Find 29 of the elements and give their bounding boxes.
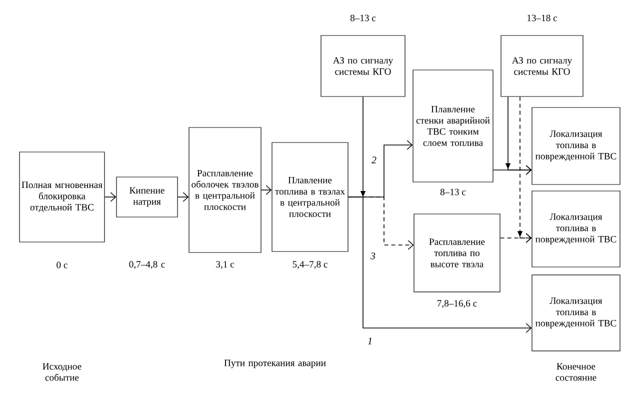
arrow xyxy=(348,196,532,333)
arrow xyxy=(104,192,116,202)
arrow xyxy=(260,185,272,195)
time-label: 13–18 с xyxy=(528,14,558,22)
time-label: 0,7–4,8 с xyxy=(129,261,165,269)
process-box: АЗ по сигналу системы КГО xyxy=(500,35,584,97)
edge-label: 1 xyxy=(366,336,374,346)
process-box: Плавление стенки аварийной ТВС тонким слоем топлива xyxy=(412,70,494,182)
process-box: Локализация топлива в поврежденной ТВС xyxy=(532,190,620,268)
time-label: 0 с xyxy=(56,262,68,268)
process-box: Локализация топлива в поврежденной ТВС xyxy=(532,107,620,185)
process-box: Кипение натрия xyxy=(116,176,178,218)
time-label: 7,8–16,6 с xyxy=(438,300,477,308)
time-label: 8–13 с xyxy=(440,188,466,196)
process-box: Плавление топлива в твэлах в центральной плоскости xyxy=(272,142,348,252)
column-label: Исходное событие xyxy=(42,363,82,381)
process-box: АЗ по сигналу системы КГО xyxy=(320,35,406,97)
process-box: Расплавление оболочек твэлов в центральной плоскости xyxy=(188,127,262,253)
column-label: Конечное состояние xyxy=(556,363,596,381)
process-box: Расплавление топлива по высоте твэла xyxy=(414,214,500,292)
time-label: 3,1 с xyxy=(216,261,234,269)
arrow xyxy=(177,192,189,202)
edge-label: 3 xyxy=(370,252,376,260)
time-label: 8–13 с xyxy=(350,14,376,22)
process-box: Полная мгновенная блокировка отдельной ТВС xyxy=(19,152,105,242)
process-box: Локализация топлива в поврежденной ТВС xyxy=(532,274,620,352)
time-label: 5,4–7,8 с xyxy=(292,261,328,269)
column-label: Пути протекания аварии xyxy=(224,360,326,368)
edge-label: 2 xyxy=(370,156,378,164)
